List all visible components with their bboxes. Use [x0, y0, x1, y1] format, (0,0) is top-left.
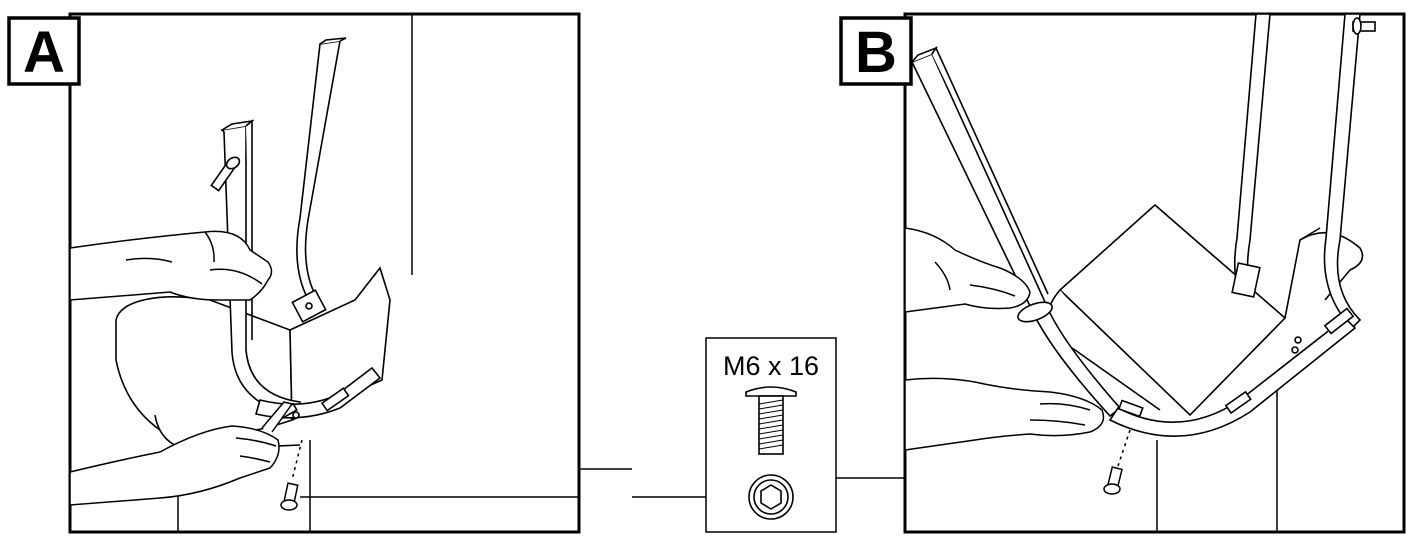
panel-b-right-leg	[1231, 13, 1376, 330]
panel-a-label-box: A	[7, 16, 81, 86]
panel-b	[903, 12, 1406, 534]
hardware-callout: M6 x 16	[705, 337, 837, 533]
panel-b-seat-shell	[1047, 203, 1364, 417]
panel-b-background	[1156, 380, 1278, 532]
hex-socket-icon	[748, 474, 794, 520]
panel-b-label: B	[855, 20, 897, 85]
panel-b-top-bolt	[1352, 17, 1376, 35]
panel-a-screw	[280, 439, 303, 511]
panel-a-lower-hand	[69, 401, 294, 506]
panel-b-bottom-rail	[1108, 307, 1357, 437]
panel-a	[68, 12, 581, 534]
panel-b-left-leg	[910, 46, 1122, 418]
panel-a-backrest-leg	[291, 37, 347, 323]
callout-lines	[579, 468, 905, 498]
hardware-spec-label: M6 x 16	[723, 351, 819, 381]
panel-b-lower-hand	[904, 377, 1105, 451]
panel-a-upper-hand	[69, 230, 273, 301]
panel-b-screw	[1103, 429, 1131, 495]
panel-b-label-box: B	[839, 16, 913, 86]
panel-a-label: A	[23, 20, 65, 85]
panel-b-upper-hand	[904, 227, 1031, 313]
flange-bolt-icon	[745, 386, 797, 455]
